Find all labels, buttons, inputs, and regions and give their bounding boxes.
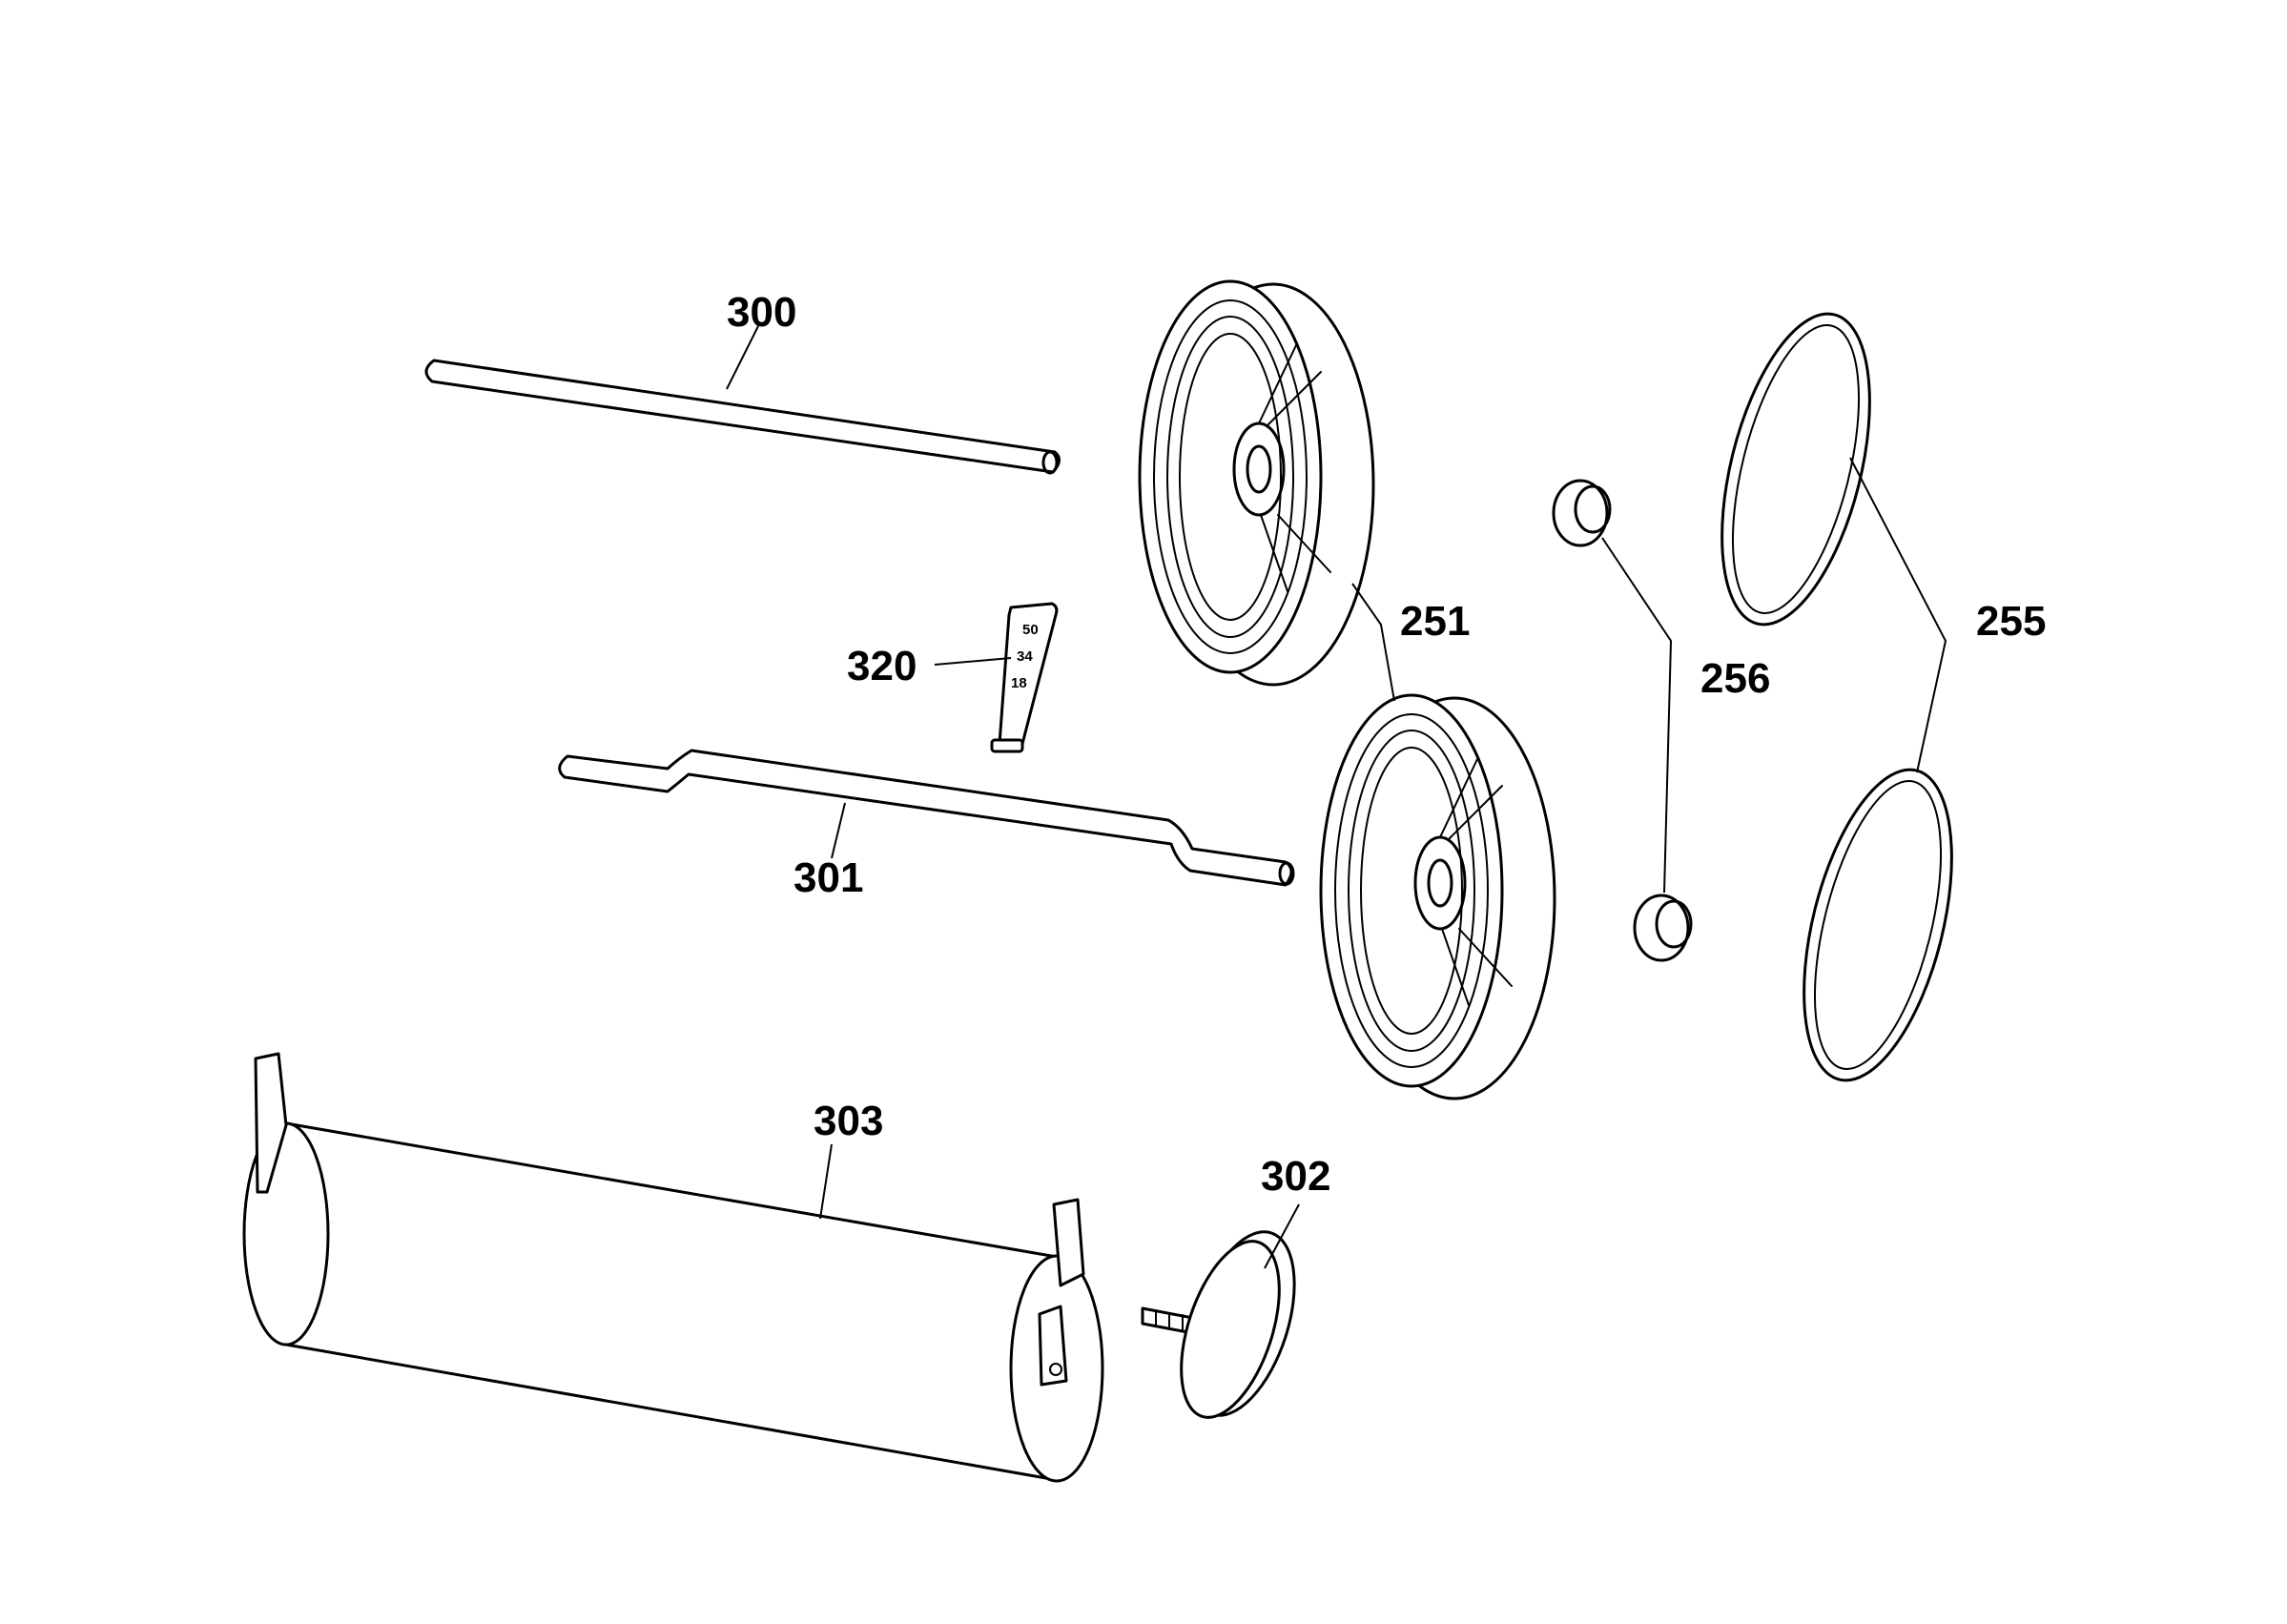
wheel-lower-251 [1319,693,1556,1100]
label-251: 251 [1400,598,1470,645]
label-301: 301 [793,854,863,901]
cranked-axle-301 [558,749,1295,887]
label-320: 320 [847,643,917,689]
hub-caps-256 [1552,479,1693,962]
roller-303 [242,1052,1104,1483]
axle-300 [424,325,1061,475]
label-300: 300 [727,289,796,336]
tyres-255 [1720,312,1953,1082]
label-302: 302 [1261,1153,1330,1200]
wheel-leader-251 [1351,583,1395,702]
adjuster-mark-18: 18 [1011,675,1027,691]
label-303: 303 [814,1098,883,1144]
height-adjuster-320: 50 34 18 [934,602,1059,753]
adjuster-mark-50: 50 [1022,622,1039,638]
roller-end-cap-302 [1141,1203,1300,1419]
label-255: 255 [1976,598,2046,645]
wheel-upper-251 [1138,279,1375,687]
label-256: 256 [1700,655,1770,702]
adjuster-mark-34: 34 [1017,648,1033,665]
